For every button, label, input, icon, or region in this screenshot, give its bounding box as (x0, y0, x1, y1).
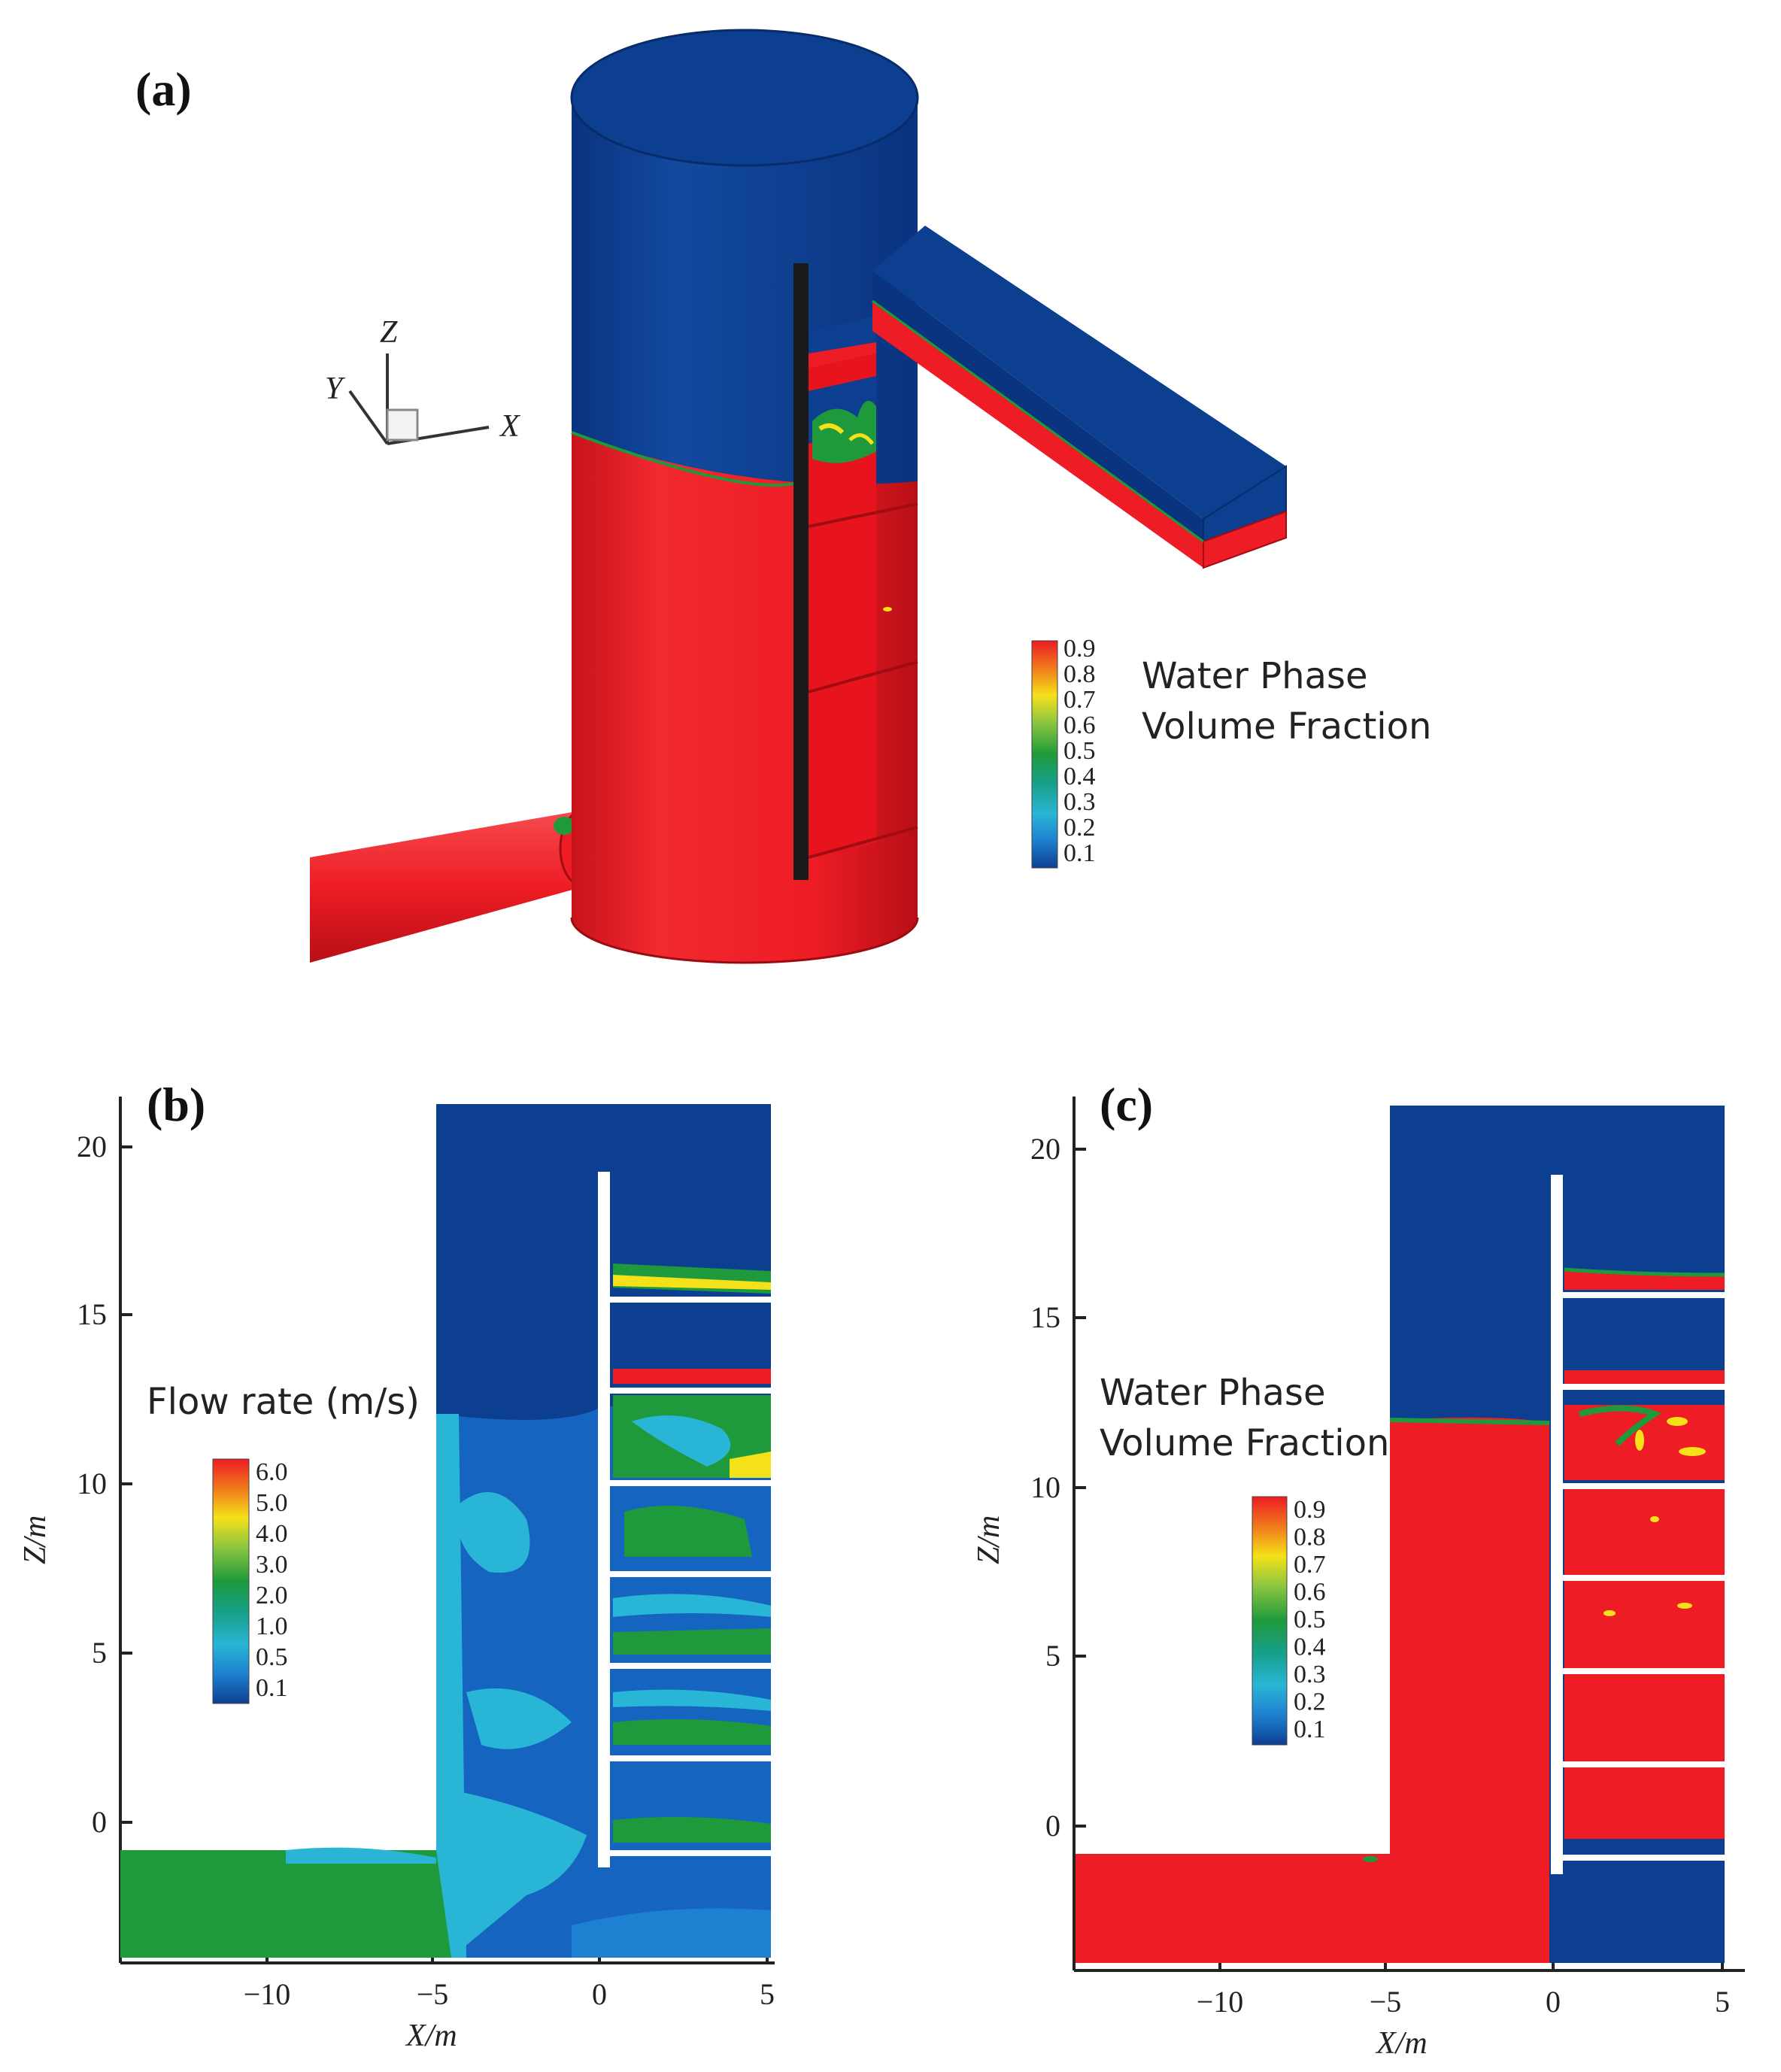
legend-tick-label: 0.9 (1063, 635, 1096, 663)
y-tick-label: 10 (77, 1467, 107, 1500)
axis-y-label: Y (325, 372, 346, 406)
y-tick-label: 20 (1030, 1132, 1060, 1166)
legend-c-colorbar (1252, 1496, 1288, 1746)
axis-x-label: X (499, 409, 521, 444)
legend-tick-label: 0.1 (256, 1674, 288, 1702)
baffle-section (793, 263, 918, 880)
legend-a: 0.90.80.70.60.50.40.30.20.1 Water Phase … (1031, 635, 1431, 869)
panel-b: 20 15 10 5 0 −10 −5 0 5 X/m Z/m (18, 1078, 775, 2053)
x-tick-label: 5 (1715, 1985, 1730, 2019)
plot-b-field (120, 1104, 771, 1958)
legend-tick-label: 0.5 (1063, 737, 1096, 765)
legend-tick-label: 6.0 (256, 1458, 288, 1486)
x-tick-label: −5 (1370, 1985, 1402, 2019)
legend-tick-label: 0.7 (1294, 1551, 1326, 1579)
legend-tick-label: 0.2 (1063, 814, 1096, 842)
legend-b-colorbar (212, 1458, 250, 1704)
y-tick-label: 5 (1045, 1639, 1060, 1673)
plot-b-ylabel: Z/m (18, 1515, 53, 1564)
legend-tick-label: 0.1 (1294, 1716, 1326, 1743)
x-tick-label: 0 (592, 1977, 607, 2011)
outlet-duct (872, 226, 1287, 569)
plot-c-baffles (1551, 1175, 1725, 1874)
plot-b-xticks: −10 −5 0 5 (244, 1951, 775, 2011)
plot-c-xlabel: X/m (1375, 2026, 1428, 2061)
legend-tick-label: 4.0 (256, 1520, 288, 1548)
panel-b-label: (b) (147, 1078, 205, 1131)
plot-c-yticks: 20 15 10 5 0 (1030, 1132, 1086, 1843)
y-tick-label: 0 (1045, 1809, 1060, 1843)
plot-b-channel (613, 1264, 771, 1850)
plot-c-channel (1564, 1267, 1725, 1839)
legend-tick-label: 0.9 (1294, 1496, 1326, 1524)
axis-z-label: Z (380, 315, 398, 350)
y-tick-label: 20 (77, 1130, 107, 1163)
plot-b-xlabel: X/m (405, 2019, 457, 2053)
panel-a: (a) Z Y X (135, 29, 1431, 964)
y-tick-label: 15 (77, 1297, 107, 1331)
plot-c-ylabel: Z/m (972, 1515, 1006, 1564)
plot-b-baffles (598, 1172, 771, 1867)
legend-b: Flow rate (m/s) 6.0 5.0 4.0 3.0 2.0 1.0 0.5 0.1 (147, 1381, 420, 1704)
inlet-pipe (310, 809, 607, 963)
legend-tick-label: 0.6 (1063, 711, 1096, 739)
legend-tick-label: 0.2 (1294, 1688, 1326, 1716)
x-tick-label: −5 (417, 1977, 449, 2011)
legend-c: Water Phase Volume Fraction 0.90.80.70.6… (1100, 1372, 1389, 1746)
y-tick-label: 10 (1030, 1470, 1060, 1504)
legend-tick-label: 1.0 (256, 1612, 288, 1640)
x-tick-label: −10 (1197, 1985, 1244, 2019)
legend-tick-label: 0.5 (256, 1643, 288, 1671)
panel-a-label: (a) (135, 62, 192, 116)
axis-triad (348, 353, 490, 445)
y-tick-label: 0 (92, 1805, 107, 1839)
legend-a-title-1: Water Phase (1142, 655, 1367, 697)
x-tick-label: 5 (760, 1977, 775, 2011)
plot-c-field (1076, 1106, 1725, 1963)
legend-a-title-2: Volume Fraction (1142, 705, 1431, 748)
panel-c-label: (c) (1100, 1078, 1153, 1131)
plot-b-yticks: 20 15 10 5 0 (77, 1130, 132, 1839)
legend-tick-label: 5.0 (256, 1489, 288, 1517)
legend-tick-label: 0.6 (1294, 1579, 1326, 1606)
x-tick-label: −10 (244, 1977, 291, 2011)
x-tick-label: 0 (1546, 1985, 1561, 2019)
legend-tick-label: 0.5 (1294, 1606, 1326, 1634)
legend-tick-label: 0.3 (1063, 788, 1096, 816)
legend-tick-label: 0.8 (1294, 1524, 1326, 1552)
legend-tick-label: 3.0 (256, 1551, 288, 1579)
panel-c: 20 15 10 5 0 −10 −5 0 5 X/m Z/m (972, 1078, 1745, 2061)
legend-tick-label: 0.8 (1063, 660, 1096, 688)
legend-c-title-2: Volume Fraction (1100, 1422, 1389, 1464)
plot-b-axes (119, 1097, 775, 1964)
legend-tick-label: 0.7 (1063, 686, 1096, 714)
legend-tick-label: 0.1 (1063, 839, 1096, 867)
y-tick-label: 15 (1030, 1300, 1060, 1334)
y-tick-label: 5 (92, 1636, 107, 1670)
legend-tick-label: 0.3 (1294, 1661, 1326, 1688)
legend-tick-label: 2.0 (256, 1582, 288, 1609)
legend-tick-label: 0.4 (1294, 1634, 1326, 1661)
legend-b-title: Flow rate (m/s) (147, 1381, 420, 1423)
legend-a-colorbar (1031, 640, 1058, 869)
legend-tick-label: 0.4 (1063, 763, 1096, 790)
legend-c-title-1: Water Phase (1100, 1372, 1325, 1414)
plot-c-xticks: −10 −5 0 5 (1197, 1958, 1730, 2019)
